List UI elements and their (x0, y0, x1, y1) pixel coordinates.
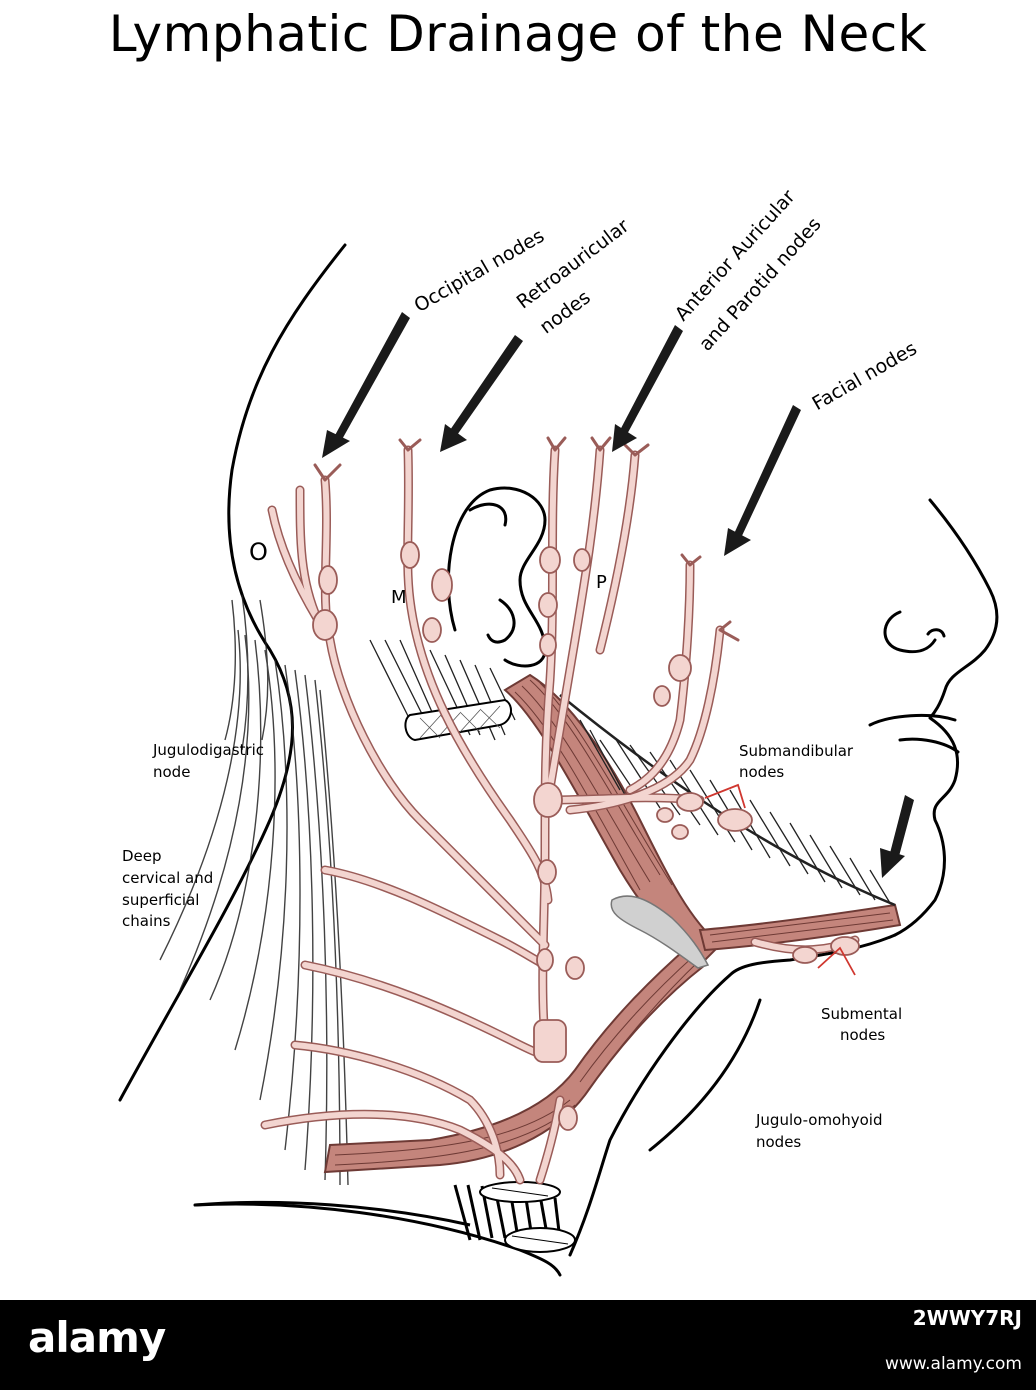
arrow-retroauricular (440, 335, 523, 452)
letter-o: O (249, 538, 268, 566)
occipital-node (318, 565, 338, 595)
label-brackets (704, 783, 856, 976)
label-jugulo-omohyoid-line1: Jugulo-omohyoid (756, 1111, 883, 1129)
alamy-logo: alamy (28, 1313, 166, 1362)
label-jugulodigastric-line1: Jugulodigastric (153, 741, 264, 759)
diagram-title: Lymphatic Drainage of the Neck (108, 5, 928, 63)
parotid-node (539, 633, 557, 657)
trachea-rings (479, 1181, 576, 1253)
submandibular-node (671, 824, 689, 840)
parotid-node (573, 548, 591, 572)
label-deep-line3: superficial (122, 891, 200, 909)
deep-cervical-node (565, 956, 585, 980)
jugulo-omohyoid-node (558, 1105, 578, 1131)
submandibular-node (676, 792, 704, 812)
watermark-bar (0, 1300, 1036, 1390)
trapezius-striations (159, 594, 349, 1186)
retroauricular-node (422, 617, 442, 643)
submental-node (792, 946, 818, 964)
sternocleidomastoid-muscle (503, 673, 722, 962)
letter-m: M (391, 587, 407, 608)
retroauricular-node (400, 541, 420, 569)
face-features (868, 610, 960, 754)
hyoid-gland (610, 895, 710, 969)
label-submandibular-line2: nodes (739, 763, 785, 781)
jugulo-omohyoid-node (533, 1019, 567, 1063)
facial-node (653, 685, 671, 707)
neck-anatomy-illustration (118, 243, 999, 1277)
facial-node (668, 654, 692, 682)
parotid-node (539, 546, 561, 574)
occipital-node (312, 609, 338, 641)
arrow-chin (880, 795, 914, 878)
deep-cervical-node (537, 859, 557, 885)
website-url: www.alamy.com (884, 1354, 1022, 1374)
label-deep-line1: Deep (122, 847, 162, 865)
letter-p: P (596, 572, 607, 593)
jugulodigastric-node (533, 782, 563, 818)
submandibular-node (717, 808, 753, 832)
parotid-node (538, 592, 558, 618)
lymph-nodes (312, 541, 860, 1131)
arrow-occipital (322, 312, 410, 458)
image-id: 2WWY7RJ (912, 1306, 1022, 1330)
arrow-facial (724, 405, 801, 556)
label-jugulodigastric-line2: node (153, 763, 191, 781)
label-submental-line2: nodes (840, 1026, 886, 1044)
label-submandibular-line1: Submandibular (739, 742, 854, 760)
retroauricular-node (431, 568, 453, 602)
arrow-anterior-auricular (612, 325, 683, 452)
ear (446, 486, 547, 668)
submandibular-node (656, 807, 674, 823)
label-deep-line2: cervical and (122, 869, 214, 887)
deep-cervical-node (536, 948, 554, 972)
label-deep-line4: chains (122, 912, 171, 930)
label-jugulo-omohyoid-line2: nodes (756, 1133, 802, 1151)
arrows (322, 312, 914, 878)
label-submental-line1: Submental (821, 1005, 903, 1023)
